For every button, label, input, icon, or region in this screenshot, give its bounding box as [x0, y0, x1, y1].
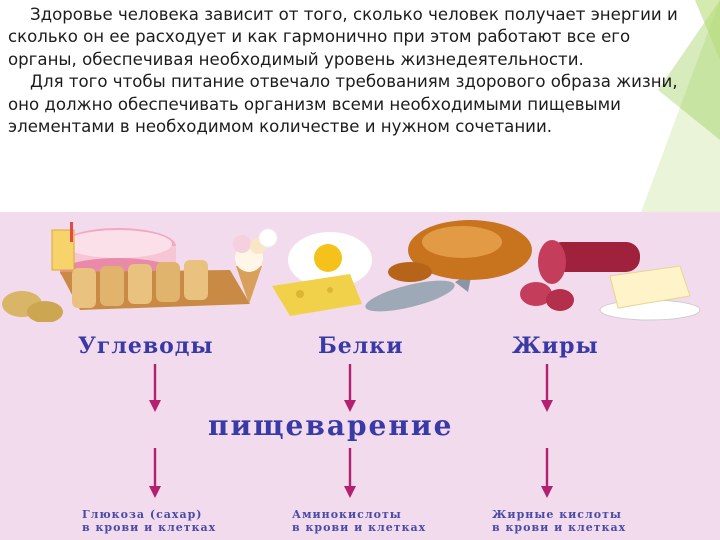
result-glucose: Глюкоза (сахар) в крови и клетках [82, 508, 216, 534]
butter-icon [599, 265, 701, 321]
label-carbohydrates: Углеводы [78, 333, 214, 359]
bread-icon [60, 260, 250, 310]
label-digestion: пищеварение [208, 409, 454, 442]
result-amino-line2: в крови и клетках [292, 521, 427, 534]
arrow-down-icon [344, 364, 356, 412]
label-fats: Жиры [512, 333, 599, 359]
corner-triangle-decoration [640, 0, 720, 215]
result-glucose-line2: в крови и клетках [82, 521, 217, 534]
arrow-down-icon [344, 448, 356, 498]
result-amino-line1: Аминокислоты [292, 508, 402, 521]
result-fatty-line1: Жирные кислоты [492, 508, 622, 521]
digestion-diagram: Углеводы Белки Жиры пищеварение Глюкоза … [0, 212, 720, 540]
body-text: Здоровье человека зависит от того, сколь… [8, 4, 698, 138]
arrow-down-icon [541, 364, 553, 412]
arrow-down-icon [149, 364, 161, 412]
label-proteins: Белки [318, 333, 404, 359]
arrow-down-icon [149, 448, 161, 498]
cheese-icon [272, 274, 362, 316]
result-glucose-line1: Глюкоза (сахар) [82, 508, 203, 521]
result-amino-acids: Аминокислоты в крови и клетках [292, 508, 426, 534]
food-illustration [2, 220, 701, 322]
potato-icon [2, 291, 63, 322]
result-fatty-line2: в крови и клетках [492, 521, 627, 534]
juice-glass-icon [51, 222, 75, 271]
paragraph-nutrition: Для того чтобы питание отвечало требован… [8, 72, 678, 137]
result-fatty-acids: Жирные кислоты в крови и клетках [492, 508, 626, 534]
paragraph-health: Здоровье человека зависит от того, сколь… [8, 5, 678, 69]
sausage-icon [520, 240, 640, 311]
roast-chicken-icon [388, 220, 532, 282]
arrow-down-icon [541, 448, 553, 498]
egg-icon [288, 232, 372, 288]
ice-cream-icon [233, 228, 278, 304]
